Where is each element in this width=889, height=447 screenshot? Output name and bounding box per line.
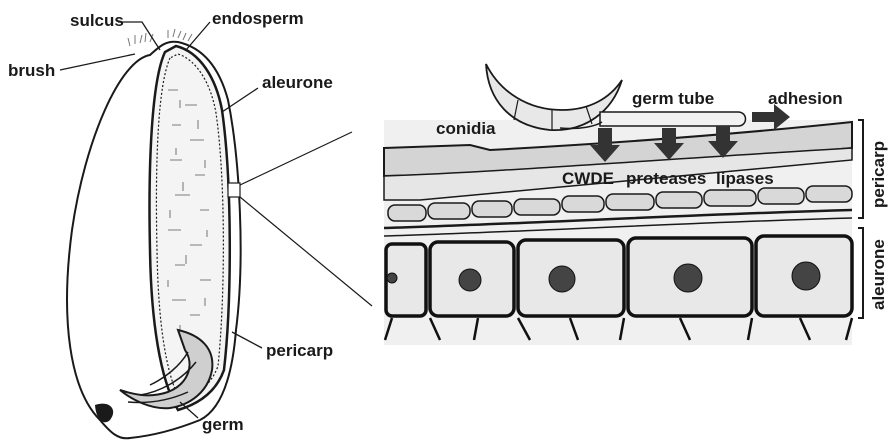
germ-tube [600, 112, 746, 126]
grain-cross-section [67, 29, 241, 438]
label-aleurone: aleurone [262, 73, 333, 92]
brush-leader [60, 54, 135, 70]
pericarp-leader [232, 332, 262, 348]
tissue-detail-panel [384, 120, 852, 345]
sulcus-leader [118, 22, 160, 50]
label-pericarp: pericarp [266, 341, 333, 360]
aleurone-cells [386, 236, 852, 316]
label-pericarp-side: pericarp [869, 141, 888, 208]
zoom-box [228, 183, 240, 197]
pericarp-bracket [858, 120, 863, 218]
label-germ: germ [202, 415, 244, 434]
label-proteases: proteases [626, 169, 706, 188]
endosperm-leader [186, 22, 210, 50]
label-brush: brush [8, 61, 55, 80]
label-lipases: lipases [716, 169, 774, 188]
aleurone-bracket [858, 228, 863, 318]
label-aleurone-side: aleurone [869, 239, 888, 310]
label-adhesion: adhesion [768, 89, 843, 108]
label-conidia: conidia [436, 119, 496, 138]
label-endosperm: endosperm [212, 9, 304, 28]
label-sulcus: sulcus [70, 11, 124, 30]
zoom-line-bottom [240, 197, 372, 306]
label-cwde: CWDE [562, 169, 614, 188]
zoom-line-top [240, 132, 352, 185]
label-germ-tube: germ tube [632, 89, 714, 108]
